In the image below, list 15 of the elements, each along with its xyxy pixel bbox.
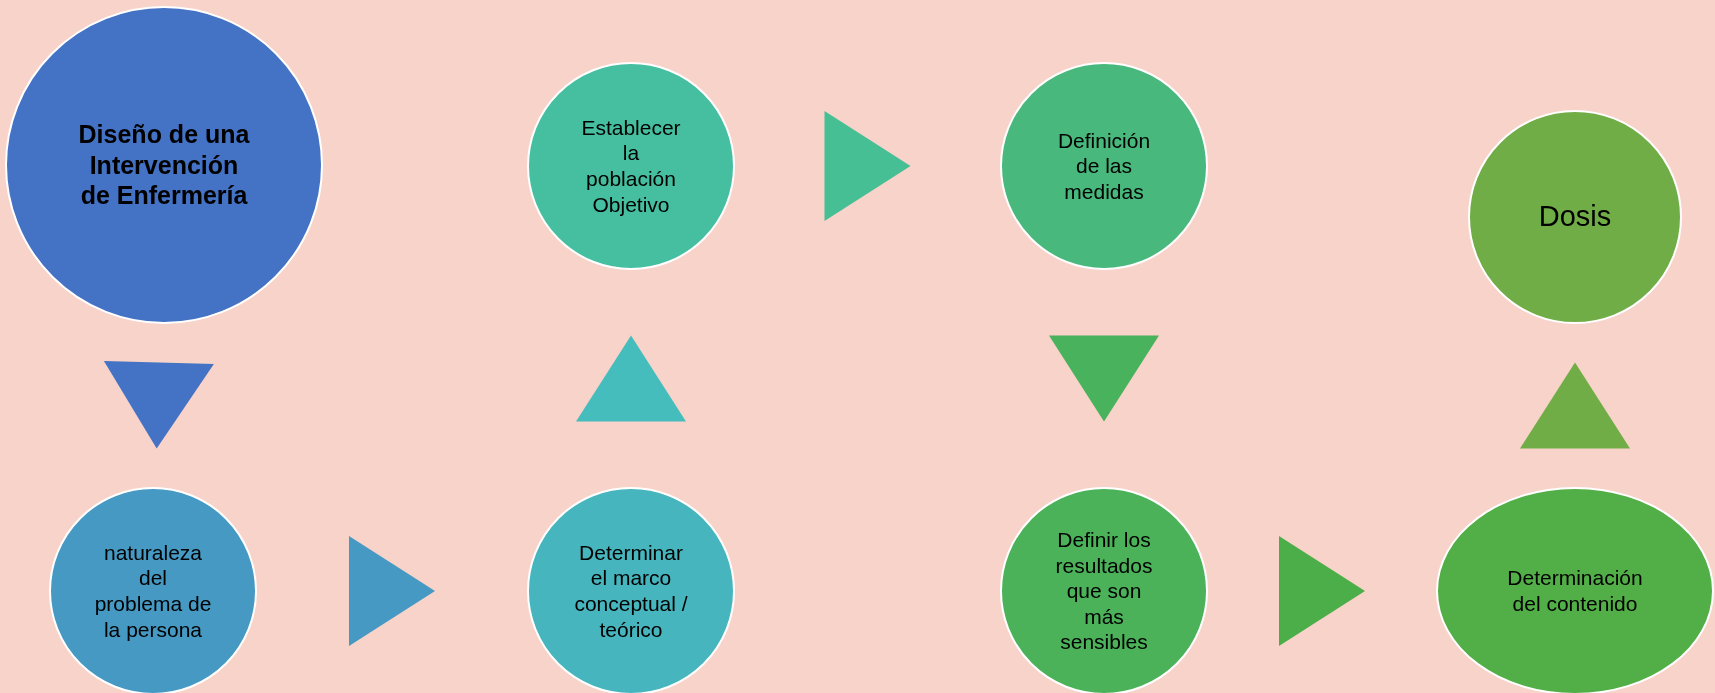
node-label: Determinación del contenido [1506, 565, 1644, 617]
node-label: Diseño de una Intervención de Enfermería [77, 119, 251, 211]
node-label: Definición de las medidas [1056, 127, 1152, 205]
triangle-arrow [349, 536, 435, 646]
triangle-arrow [103, 361, 214, 449]
node-label: Determinar el marco conceptual / teórico [573, 539, 689, 643]
triangle-arrow [1520, 362, 1630, 449]
node-label: naturaleza del problema de la persona [94, 539, 212, 643]
node-label: Dosis [1537, 199, 1613, 235]
node-label: Definir los resultados que son más sensibles [1054, 526, 1154, 655]
triangle-arrow [1049, 335, 1159, 422]
node-label: Establecer la población Objetivo [580, 114, 682, 218]
triangle-arrow [824, 111, 911, 221]
triangle-arrow [576, 335, 686, 422]
triangle-arrow [1279, 536, 1365, 646]
